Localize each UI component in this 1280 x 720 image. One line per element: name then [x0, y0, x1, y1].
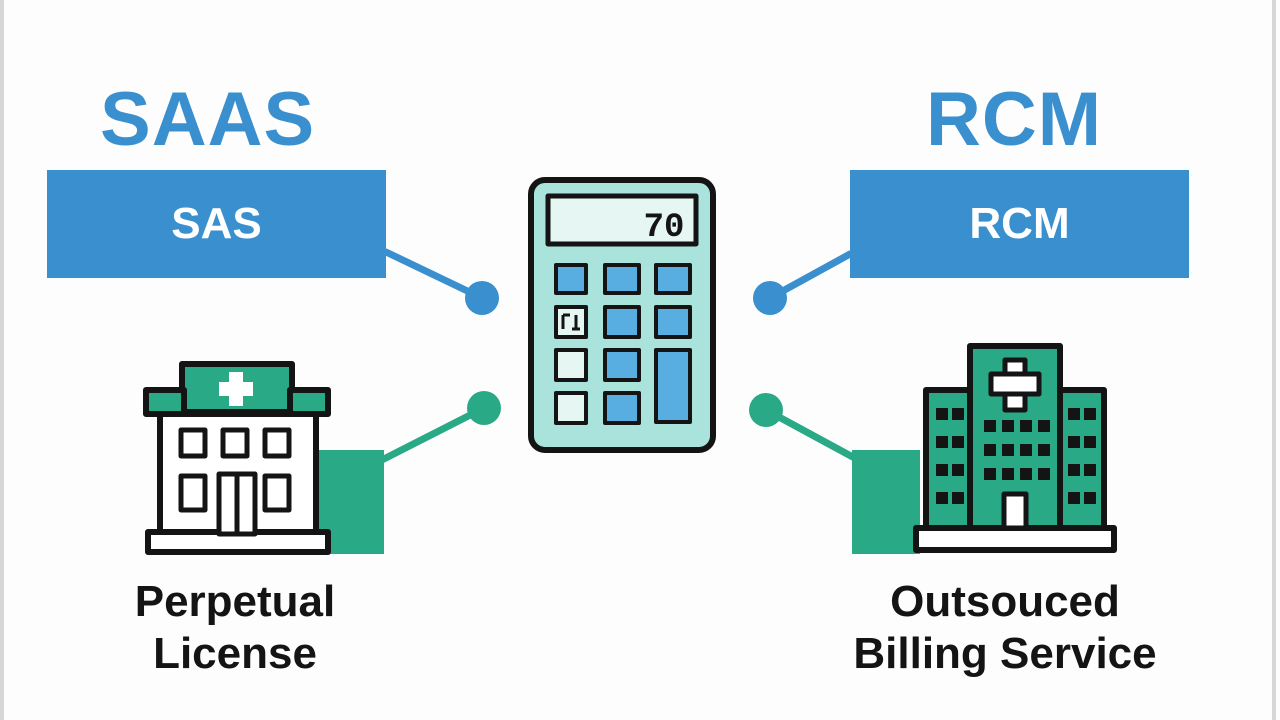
- calculator-display: 70: [644, 209, 685, 247]
- accent-block-right: [852, 450, 920, 554]
- title-saas: SAAS: [100, 77, 316, 162]
- connector-left-bottom: [374, 391, 501, 466]
- caption-outsourced-billing: Outsouced Billing Service: [820, 576, 1190, 680]
- hospital-icon: [143, 361, 331, 555]
- title-rcm: RCM: [926, 77, 1103, 162]
- caption-left-line2: License: [153, 629, 317, 678]
- connector-right-bottom: [749, 393, 866, 466]
- caption-right-line1: Outsouced: [890, 577, 1120, 626]
- connector-left-top: [382, 248, 499, 315]
- connector-right-top: [753, 250, 854, 315]
- hospital-building-icon: [913, 343, 1117, 553]
- banner-rcm: RCM: [850, 170, 1189, 278]
- caption-right-line2: Billing Service: [853, 629, 1157, 678]
- caption-perpetual-license: Perpetual License: [90, 576, 380, 680]
- calculator-icon: [528, 177, 716, 453]
- banner-sas: SAS: [47, 170, 386, 278]
- caption-left-line1: Perpetual: [134, 577, 336, 626]
